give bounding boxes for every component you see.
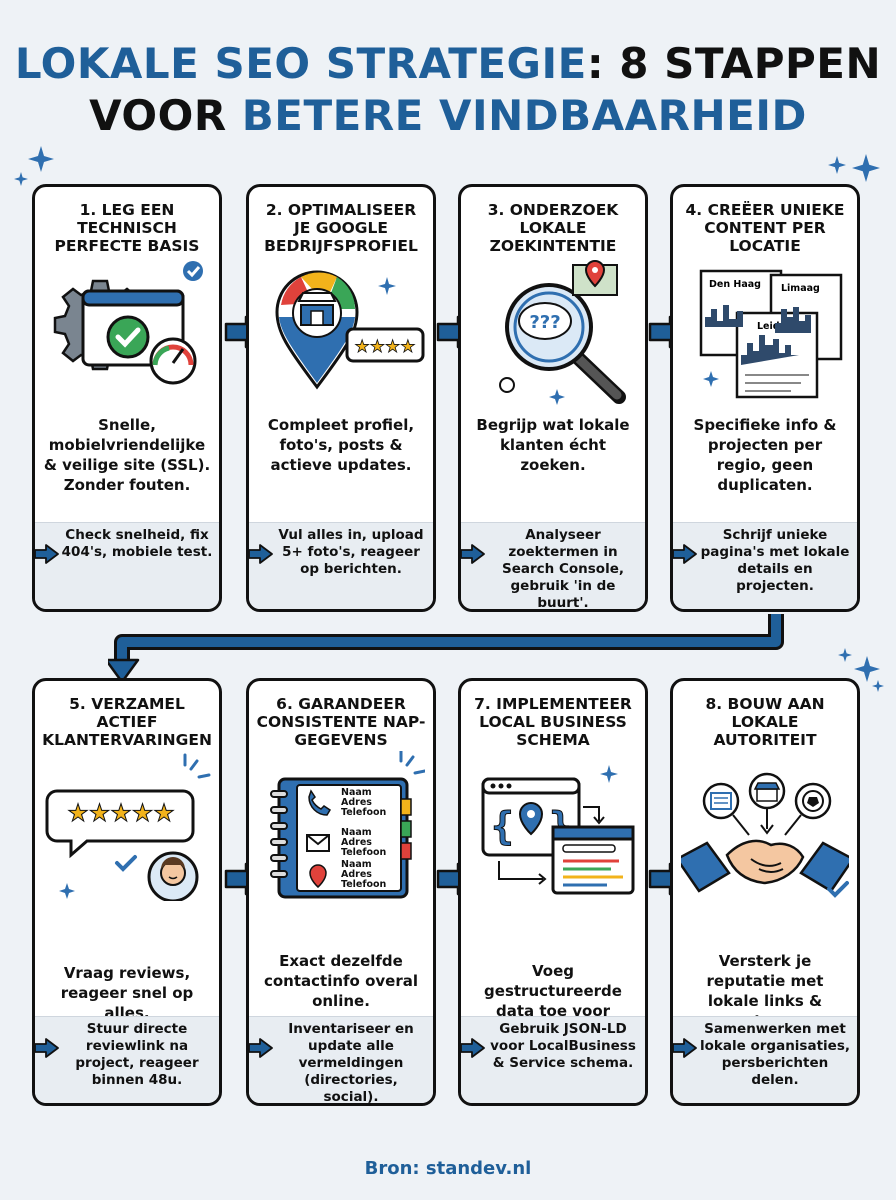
nap-name: Naam [341, 787, 372, 798]
step-card-7: 7. IMPLEMENTEER LOCAL BUSINESS SCHEMA { … [458, 678, 648, 1106]
step-tip-text: Gebruik JSON-LD voor LocalBusiness & Ser… [490, 1021, 636, 1071]
step-tip: Samenwerken met lokale organisaties, per… [673, 1016, 857, 1103]
sparkle-icon [872, 680, 884, 692]
step-tip: Stuur directe reviewlink na project, rea… [35, 1016, 219, 1103]
page-label: Limaag [781, 283, 820, 294]
step-card-3: 3. ONDERZOEK LOKALE ZOEKINTENTIE ??? Beg… [458, 184, 648, 612]
step-tip-text: Samenwerken met lokale organisaties, per… [700, 1021, 850, 1088]
step-tip: Gebruik JSON-LD voor LocalBusiness & Ser… [461, 1016, 645, 1103]
step-title: 2. OPTIMALISEER JE GOOGLE BEDRIJFSPROFIE… [264, 201, 418, 255]
step-tip: Analyseer zoektermen in Search Console, … [461, 522, 645, 609]
nap-phone: Telefoon [341, 879, 387, 890]
step-card-6: 6. GARANDEER CONSISTENTE NAP-GEGEVENS Na… [246, 678, 436, 1106]
step-title: 4. CREËER UNIEKE CONTENT PER LOCATIE [685, 201, 845, 255]
title-part-3: VOOR [89, 91, 227, 140]
step-description: Vraag reviews, reageer snel op alles. [60, 964, 194, 1022]
nap-phone: Telefoon [341, 847, 387, 858]
step-description: Exact dezelfde contactinfo overal online… [263, 952, 419, 1010]
code-schema-icon: { } [481, 765, 635, 895]
step-card-4: 4. CREËER UNIEKE CONTENT PER LOCATIE Den… [670, 184, 860, 612]
nap-address: Adres [341, 797, 372, 808]
svg-text:{: { [491, 804, 514, 848]
step-tip: Schrijf unieke pagina's met lokale detai… [673, 522, 857, 609]
title-part-4: BETERE VINDBAARHEID [241, 91, 807, 140]
step-tip-text: Inventariseer en update alle vermeldinge… [288, 1021, 414, 1105]
step-tip-text: Check snelheid, fix 404's, mobiele test. [61, 527, 213, 560]
magnifier-question-icon: ??? [499, 259, 626, 405]
rating-stars: ★★★★ [355, 337, 416, 357]
nap-address: Adres [341, 837, 372, 848]
step-tip-text: Vul alles in, upload 5+ foto's, reageer … [278, 527, 424, 577]
step-title: 3. ONDERZOEK LOKALE ZOEKINTENTIE [487, 201, 619, 255]
city-pages-icon: Den Haag Limaag Leiden [699, 269, 843, 399]
step-card-1: 1. LEG EEN TECHNISCH PERFECTE BASIS Snel… [32, 184, 222, 612]
title-part-2: 8 STAPPEN [619, 39, 882, 88]
step-description: Specifieke info & projecten per regio, g… [693, 416, 837, 494]
gear-browser-speedometer-icon [53, 261, 203, 385]
sparkle-icon [838, 648, 852, 662]
arrow-right-icon [461, 544, 485, 564]
arrow-right-icon [35, 544, 59, 564]
source-credit: Bron: standev.nl [364, 1158, 532, 1179]
step-card-5: 5. VERZAMEL ACTIEF KLANTERVARINGEN ★★★★★… [32, 678, 222, 1106]
step-description: Compleet profiel, foto's, posts & actiev… [267, 416, 415, 474]
step-title: 8. BOUW AAN LOKALE AUTORITEIT [705, 695, 825, 749]
nap-name: Naam [341, 859, 372, 870]
sparkle-icon [854, 656, 880, 682]
page-label: Den Haag [709, 279, 761, 290]
nap-name: Naam [341, 827, 372, 838]
map-pin-store-icon: ★★★★ [275, 270, 425, 390]
step-tip: Check snelheid, fix 404's, mobiele test. [35, 522, 219, 609]
page-title: LOKALE SEO STRATEGIE: 8 STAPPEN VOOR BET… [0, 38, 896, 142]
arrow-right-icon [249, 544, 273, 564]
step-description: Snelle, mobielvriendelijke & veilige sit… [43, 416, 211, 494]
step-card-8: 8. BOUW AAN LOKALE AUTORITEIT Versterk j… [670, 678, 860, 1106]
question-marks: ??? [529, 312, 560, 333]
rating-stars: ★★★★★ [67, 799, 175, 827]
step-title: 7. IMPLEMENTEER LOCAL BUSINESS SCHEMA [474, 695, 632, 749]
sparkle-icon [828, 156, 846, 174]
review-bubble-customer-icon: ★★★★★ [45, 753, 211, 901]
arrow-right-icon [35, 1038, 59, 1058]
arrow-right-icon [673, 544, 697, 564]
handshake-icon [681, 772, 849, 898]
page-label: Leiden [757, 321, 793, 332]
title-line-1: LOKALE SEO STRATEGIE: 8 STAPPEN [0, 38, 896, 90]
title-part-1: LOKALE SEO STRATEGIE [14, 39, 587, 88]
arrow-right-icon [673, 1038, 697, 1058]
step-description: Begrijp wat lokale klanten écht zoeken. [476, 416, 630, 474]
step-tip-text: Analyseer zoektermen in Search Console, … [502, 527, 624, 611]
sparkle-icon [852, 154, 880, 182]
arrow-right-icon [461, 1038, 485, 1058]
arrow-right-icon [249, 1038, 273, 1058]
step-tip-text: Schrijf unieke pagina's met lokale detai… [700, 527, 850, 594]
step-title: 5. VERZAMEL ACTIEF KLANTERVARINGEN [42, 695, 212, 749]
nap-address: Adres [341, 869, 372, 880]
title-colon: : [586, 39, 605, 88]
step-title: 6. GARANDEER CONSISTENTE NAP-GEGEVENS [256, 695, 426, 749]
nap-phone: Telefoon [341, 807, 387, 818]
step-tip: Inventariseer en update alle vermeldinge… [249, 1016, 433, 1103]
row-connector-arrow-icon [108, 614, 784, 684]
sparkle-icon [14, 172, 28, 186]
step-tip: Vul alles in, upload 5+ foto's, reageer … [249, 522, 433, 609]
address-book-icon: Naam Adres Telefoon Naam Adres Telefoon … [270, 751, 425, 899]
title-line-2: VOOR BETERE VINDBAARHEID [0, 90, 896, 142]
step-tip-text: Stuur directe reviewlink na project, rea… [75, 1021, 199, 1088]
step-title: 1. LEG EEN TECHNISCH PERFECTE BASIS [54, 201, 200, 255]
step-card-2: 2. OPTIMALISEER JE GOOGLE BEDRIJFSPROFIE… [246, 184, 436, 612]
sparkle-icon [28, 146, 54, 172]
